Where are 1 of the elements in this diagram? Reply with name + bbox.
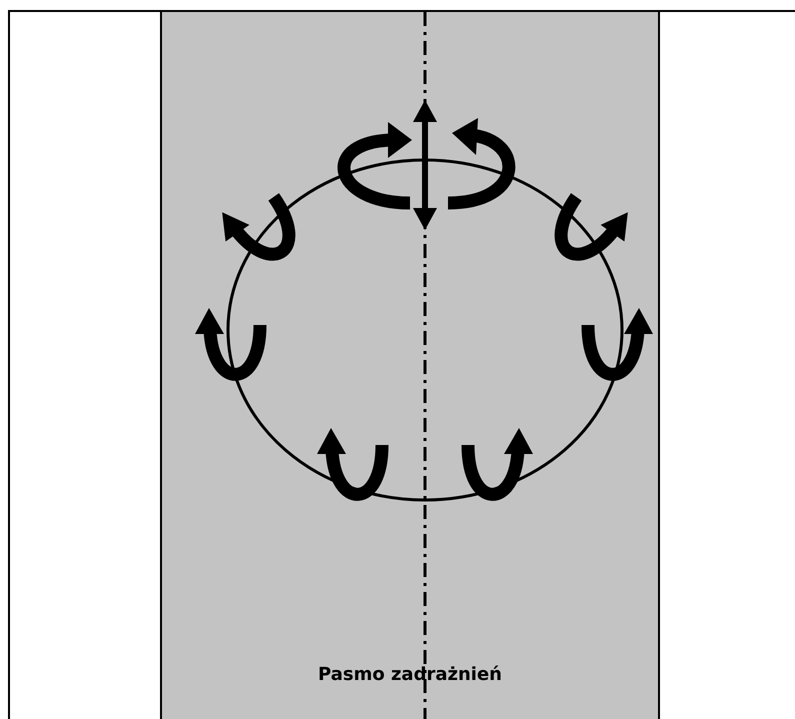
band-area <box>160 10 660 719</box>
